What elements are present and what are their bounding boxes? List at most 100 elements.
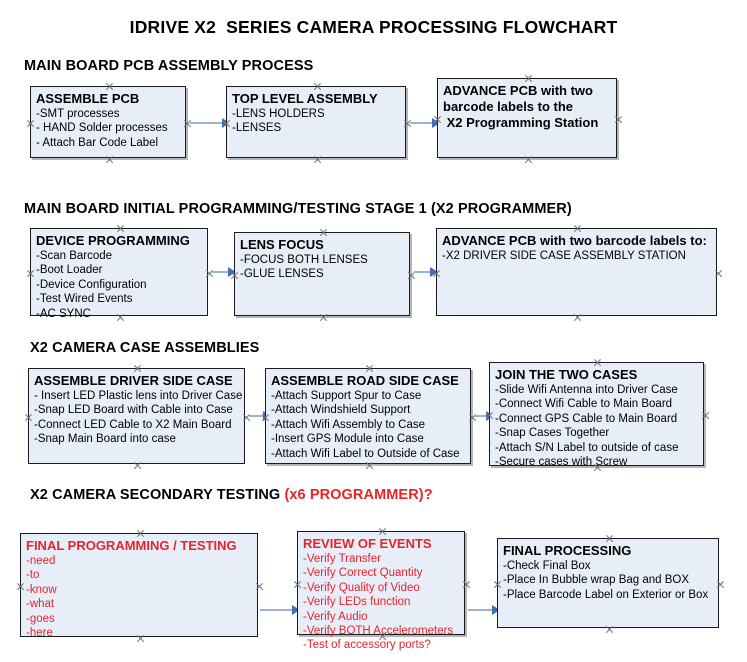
node-line: -goes xyxy=(26,612,55,625)
handle-left-icon[interactable] xyxy=(24,413,33,422)
node-title: FINAL PROGRAMMING / TESTING xyxy=(26,538,237,553)
node-line: -Insert GPS Module into Case xyxy=(271,433,424,446)
node-line-overflow: -Test of accessory ports? xyxy=(303,639,431,652)
handle-bottom-icon[interactable] xyxy=(105,155,114,164)
node-title: ADVANCE PCB with two barcode labels to t… xyxy=(443,83,599,130)
node-advance-pcb-driver-side[interactable]: ADVANCE PCB with two barcode labels to: … xyxy=(436,228,717,316)
node-line: -Verify Audio xyxy=(303,610,368,623)
node-line: - Insert LED Plastic lens into Driver Ca… xyxy=(34,390,243,402)
node-line: -Device Configuration xyxy=(36,278,147,291)
node-line: -what xyxy=(26,598,55,611)
node-line: -Attach Wifi Assembly to Case xyxy=(271,418,426,431)
node-title: DEVICE PROGRAMMING xyxy=(36,233,190,248)
node-line: -Verify LEDs function xyxy=(303,596,411,609)
handle-top-icon[interactable] xyxy=(605,534,614,543)
section-heading-text: X2 CAMERA CASE ASSEMBLIES xyxy=(30,340,260,356)
handle-right-icon[interactable] xyxy=(614,115,623,124)
node-line: -Attach Support Spur to Case xyxy=(271,390,422,402)
node-line: -Attach Windshield Support xyxy=(271,404,411,417)
node-lens-focus[interactable]: LENS FOCUS -FOCUS BOTH LENSES -GLUE LENS… xyxy=(234,232,410,316)
handle-right-icon[interactable] xyxy=(701,411,710,420)
node-line: -Snap Main Board into case xyxy=(34,433,176,446)
handle-top-icon[interactable] xyxy=(378,527,387,536)
section-heading-main-board-pcb: MAIN BOARD PCB ASSEMBLY PROCESS xyxy=(24,58,313,74)
handle-top-icon[interactable] xyxy=(319,228,328,237)
handle-top-icon[interactable] xyxy=(593,358,602,367)
node-line: -X2 DRIVER SIDE CASE ASSEMBLY STATION xyxy=(442,250,686,262)
node-line: -to xyxy=(26,569,40,582)
handle-bottom-icon[interactable] xyxy=(605,625,614,634)
node-line: -Place Barcode Label on Exterior or Box xyxy=(503,588,709,601)
handle-top-icon[interactable] xyxy=(524,74,533,83)
handle-bottom-icon[interactable] xyxy=(319,313,328,322)
handle-bottom-icon[interactable] xyxy=(133,461,142,470)
handle-left-icon[interactable] xyxy=(26,119,35,128)
connector-road-side-to-join-cases xyxy=(474,415,492,417)
node-assemble-road-side-case[interactable]: ASSEMBLE ROAD SIDE CASE -Attach Support … xyxy=(265,368,471,464)
arrowhead-icon xyxy=(432,118,440,128)
node-join-the-two-cases[interactable]: JOIN THE TWO CASES -Slide Wifi Antenna i… xyxy=(489,362,704,468)
node-final-processing[interactable]: FINAL PROCESSING -Check Final Box -Place… xyxy=(497,538,719,628)
arrowhead-icon xyxy=(292,605,300,615)
node-final-programming-testing[interactable]: FINAL PROGRAMMING / TESTING -need -to -k… xyxy=(20,533,258,639)
node-line: -Connect Wifi Cable to Main Board xyxy=(495,398,673,411)
handle-left-icon[interactable] xyxy=(26,269,35,278)
handle-top-icon[interactable] xyxy=(136,529,145,538)
arrowhead-icon xyxy=(430,267,438,277)
node-title: ASSEMBLE ROAD SIDE CASE xyxy=(271,373,459,388)
node-review-of-events[interactable]: REVIEW OF EVENTS -Verify Transfer -Verif… xyxy=(297,531,465,651)
section-heading-secondary-testing: X2 CAMERA SECONDARY TESTING (x6 PROGRAMM… xyxy=(30,487,433,503)
page-title: IDRIVE X2 SERIES CAMERA PROCESSING FLOWC… xyxy=(129,17,618,37)
handle-right-icon[interactable] xyxy=(714,269,723,278)
handle-top-icon[interactable] xyxy=(573,224,582,233)
node-line: -AC SYNC xyxy=(36,307,91,320)
node-line: -Boot Loader xyxy=(36,264,103,277)
handle-bottom-icon[interactable] xyxy=(365,461,374,470)
handle-bottom-icon[interactable] xyxy=(313,155,322,164)
handle-left-icon[interactable] xyxy=(293,580,302,589)
handle-bottom-icon[interactable] xyxy=(524,155,533,164)
node-line: -Connect GPS Cable to Main Board xyxy=(495,412,678,425)
connector-final-programming-to-review xyxy=(260,609,298,611)
section-heading-accent: (x6 PROGRAMMER)? xyxy=(284,487,433,503)
node-device-programming[interactable]: DEVICE PROGRAMMING -Scan Barcode -Boot L… xyxy=(30,228,208,320)
arrowhead-icon xyxy=(228,267,236,277)
node-line: -Slide Wifi Antenna into Driver Case xyxy=(495,384,678,396)
handle-right-icon[interactable] xyxy=(716,580,725,589)
connector-lens-focus-to-advance-pcb-driver xyxy=(414,271,436,273)
node-title: TOP LEVEL ASSEMBLY xyxy=(232,91,378,106)
node-line: -LENS HOLDERS xyxy=(232,108,325,120)
node-line: -Test Wired Events xyxy=(36,293,133,306)
handle-top-icon[interactable] xyxy=(105,82,114,91)
node-line: -Snap LED Board with Cable into Case xyxy=(34,404,233,417)
arrowhead-icon xyxy=(492,605,500,615)
node-assemble-driver-side-case[interactable]: ASSEMBLE DRIVER SIDE CASE - Insert LED P… xyxy=(28,368,245,464)
node-title: JOIN THE TWO CASES xyxy=(495,367,638,382)
connector-assemble-pcb-to-top-level xyxy=(190,122,228,124)
node-assemble-pcb[interactable]: ASSEMBLE PCB -SMT processes - HAND Solde… xyxy=(30,86,186,158)
node-title: REVIEW OF EVENTS xyxy=(303,536,432,551)
node-line: -GLUE LENSES xyxy=(240,268,324,281)
node-line: -LENSES xyxy=(232,122,282,135)
handle-top-icon[interactable] xyxy=(365,364,374,373)
handle-bottom-icon[interactable] xyxy=(573,313,582,322)
node-line: -Place In Bubble wrap Bag and BOX xyxy=(503,574,690,587)
section-heading-text: MAIN BOARD INITIAL PROGRAMMING/TESTING S… xyxy=(24,201,572,217)
handle-top-icon[interactable] xyxy=(116,224,125,233)
node-top-level-assembly[interactable]: TOP LEVEL ASSEMBLY -LENS HOLDERS -LENSES xyxy=(226,86,406,158)
node-line: - Attach Bar Code Label xyxy=(36,136,159,149)
node-title: ASSEMBLE PCB xyxy=(36,91,140,106)
section-heading-initial-programming: MAIN BOARD INITIAL PROGRAMMING/TESTING S… xyxy=(24,201,572,217)
handle-right-icon[interactable] xyxy=(462,580,471,589)
node-advance-pcb-programming-station[interactable]: ADVANCE PCB with two barcode labels to t… xyxy=(437,78,617,158)
handle-left-icon[interactable] xyxy=(16,582,25,591)
node-line: -Attach S/N Label to outside of case xyxy=(495,441,679,454)
handle-left-icon[interactable] xyxy=(493,580,502,589)
handle-right-icon[interactable] xyxy=(255,582,264,591)
node-line: -Verify BOTH Accelerometers xyxy=(303,625,454,638)
node-title: FINAL PROCESSING xyxy=(503,543,632,558)
handle-top-icon[interactable] xyxy=(133,364,142,373)
node-title: ADVANCE PCB with two barcode labels to: xyxy=(442,233,707,248)
handle-top-icon[interactable] xyxy=(313,82,322,91)
